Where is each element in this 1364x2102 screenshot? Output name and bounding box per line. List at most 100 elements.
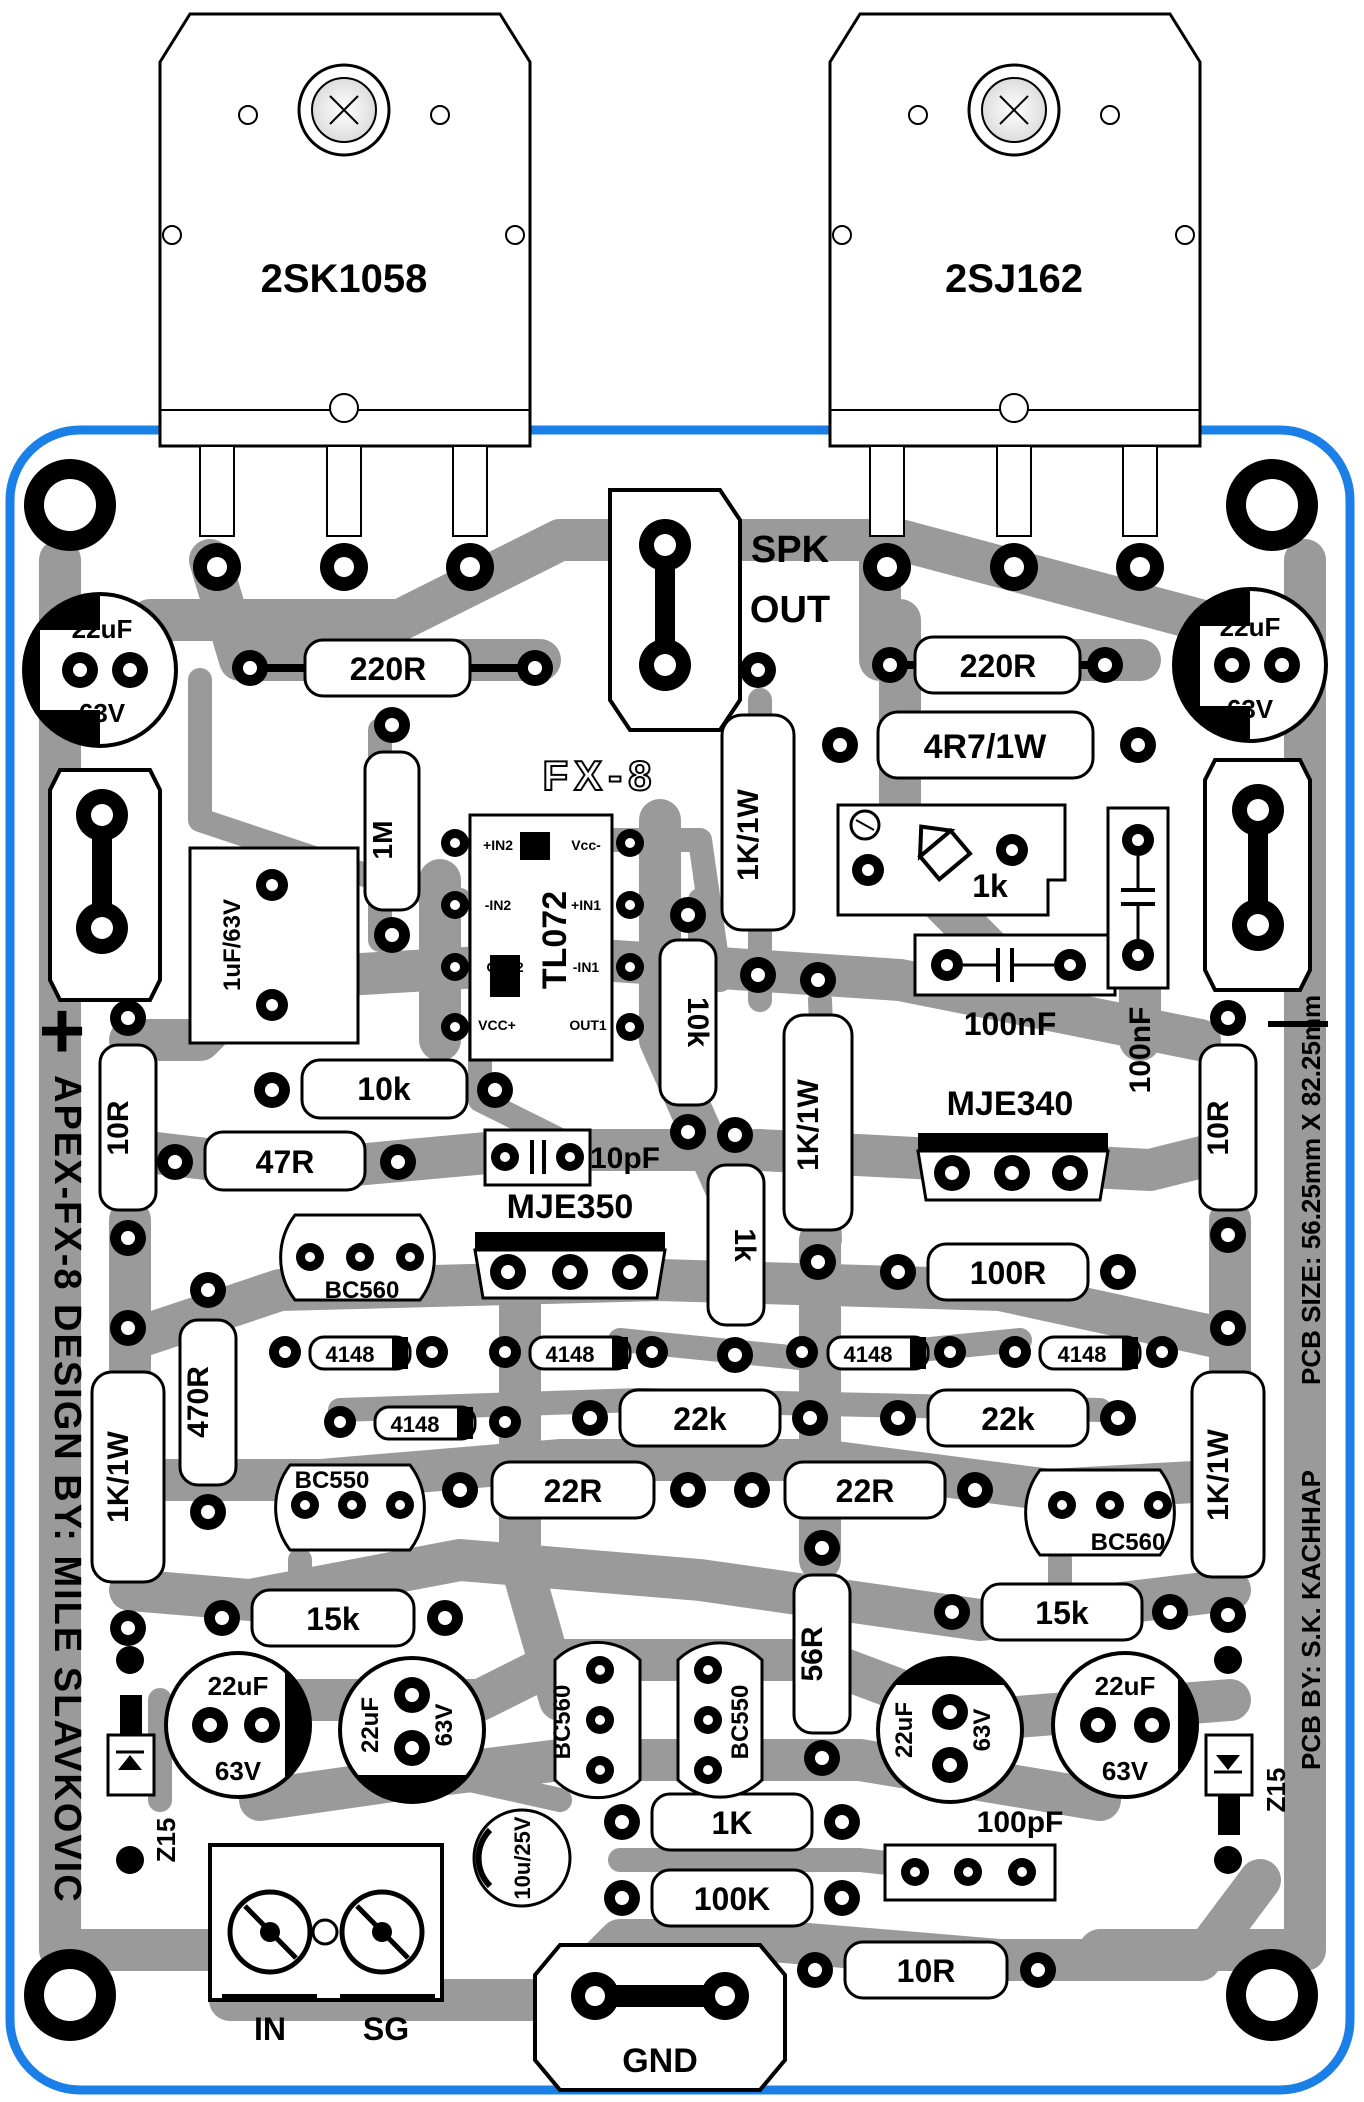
cap-100nf-horizontal: 100nF [913,933,1117,1042]
zener-right-label: Z15 [1261,1768,1291,1813]
cap-bottom-left-2: 22uF 63V [338,1656,486,1804]
diode-4148-3: 4148 [324,1405,521,1441]
spk-out-label-1: SPK [751,529,830,571]
gnd-label: GND [622,2042,698,2080]
cap-top-left-value: 22uF [72,614,133,644]
resistor-4r7-1w: 4R7/1W [822,710,1156,780]
resistor-22r-right: 22R [734,1460,993,1520]
resistor-10r-left: 10R [98,1000,158,1256]
resistor-220r-left-label: 220R [350,651,427,687]
cap-100pf-label: 100pF [977,1806,1064,1839]
cap-bottom-left-1: 22uF 63V [164,1651,312,1799]
resistor-10r-left-label: 10R [102,1100,135,1155]
cap-film-label: 1uF/63V [219,899,246,991]
ic-pin-p3: OUT2 [486,959,524,975]
resistor-22k-right-label: 22k [981,1401,1035,1437]
mount-hole-top-left [24,459,116,551]
resistor-1k-1w-right-label: 1K/1W [1202,1428,1235,1520]
resistor-10r-right-label: 10R [1202,1100,1235,1155]
resistor-1m-label: 1M [367,821,398,860]
power-terminal-right [1203,758,1312,992]
mje340-label: MJE340 [947,1085,1074,1123]
transistor-2sj162-label: 2SJ162 [945,257,1083,301]
resistor-100k-label: 100K [694,1881,771,1917]
cap-bottom-right-2: 22uF 63V [1051,1651,1199,1799]
cap-top-right: 22uF 63V [1172,587,1328,743]
cap-10pf: 10pF [483,1128,660,1187]
resistor-10k-h-label: 10k [357,1071,411,1107]
cap-10u-25v: 10u/25V [472,1808,572,1908]
bc560-bottom-label: BC560 [549,1685,576,1760]
transistor-mje350: MJE350 [473,1188,667,1300]
resistor-1k-bottom: 1K [604,1792,860,1852]
transistor-bc550-left: BC550 [274,1463,426,1552]
cap-top-left: 22uF 63V [22,592,178,748]
resistor-1k-1w-top: 1K/1W [720,652,796,993]
ic-name: TL072 [536,891,574,989]
ic-pin-p7: -IN1 [573,959,600,975]
resistor-22k-right: 22k [880,1388,1136,1448]
ic-pin-p4: VCC+ [478,1017,516,1033]
resistor-470r: 470R [178,1272,238,1530]
diode-4148-5: 4148 [999,1335,1178,1371]
ic-pin-p2: -IN2 [485,897,512,913]
resistor-1k-1w-left-label: 1K/1W [102,1430,135,1522]
cap-100nf-v-label: 100nF [1124,1007,1157,1094]
transistor-bc560-bottom: BC560 [549,1640,642,1800]
minus-mark: — [1268,986,1328,1053]
diode-4148-2: 4148 [489,1335,668,1371]
diode-4-label: 4148 [844,1342,893,1367]
cap-10pf-label: 10pF [590,1142,660,1175]
ic-pin-p8: OUT1 [569,1017,607,1033]
spk-out-label-2: OUT [750,589,830,631]
resistor-22k-left: 22k [572,1388,828,1448]
cap-top-left-voltage: 63V [79,698,126,728]
resistor-10r-right: 10R [1198,1000,1258,1253]
transistor-2sk1058-label: 2SK1058 [261,257,428,301]
resistor-47r-label: 47R [256,1144,315,1180]
cap-100nf-vertical: 100nF [1106,806,1170,1094]
trimmer-label: 1k [972,868,1008,904]
resistor-100r-label: 100R [970,1255,1047,1291]
mount-hole-top-right [1226,459,1318,551]
resistor-15k-left-label: 15k [306,1601,360,1637]
input-sg-label: SG [363,2011,409,2047]
transistor-leg-pads [193,543,1164,591]
resistor-1k-1w-right: 1K/1W [1190,1310,1266,1633]
cap-br2-voltage: 63V [1102,1756,1149,1786]
zener-left-label: Z15 [151,1818,181,1863]
resistor-100k: 100K [604,1868,860,1928]
transistor-bc560-top: BC560 [279,1213,436,1304]
cap-bottom-right-1: 22uF 63V [876,1656,1024,1804]
bc550-bottom-label: BC550 [727,1685,754,1760]
resistor-470r-label: 470R [182,1366,215,1438]
resistor-56r: 56R [792,1530,852,1776]
input-connector: IN SG [208,1843,444,2047]
zener-left: Z15 [106,1646,181,1874]
transistor-mje340: MJE340 [916,1085,1110,1202]
resistor-10k-horizontal: 10k [254,1058,513,1120]
pcb-credit: PCB BY: S.K. KACHHAP [1296,1470,1326,1770]
resistor-10r-bottom-label: 10R [897,1953,956,1989]
resistor-4r7-label: 4R7/1W [924,728,1048,766]
resistor-15k-right: 15k [934,1582,1188,1642]
resistor-22r-left: 22R [442,1460,706,1520]
design-credit: APEX-FX-8 DESIGN BY: MILE SLAVKOVIC [46,1075,88,1904]
trimmer-1k: 1k [836,803,1067,917]
mount-hole-bottom-right [1226,1949,1318,2041]
mount-hole-bottom-left [24,1949,116,2041]
cap-top-right-voltage: 63V [1227,694,1274,724]
input-in-label: IN [254,2011,286,2047]
diode-4148-1: 4148 [269,1335,448,1371]
cap-bl2-voltage: 63V [431,1704,458,1747]
resistor-100r: 100R [880,1242,1136,1302]
resistor-220r-right-label: 220R [960,648,1037,684]
cap-br1-voltage: 63V [969,1709,996,1752]
cap-bl1-voltage: 63V [215,1756,262,1786]
gnd-terminal: GND [533,1943,787,2092]
resistor-22k-left-label: 22k [673,1401,727,1437]
model-mark: FX-8 [542,752,657,799]
transistor-2sk1058: 2SK1058 [158,12,532,537]
bc560-right-label: BC560 [1091,1529,1166,1556]
